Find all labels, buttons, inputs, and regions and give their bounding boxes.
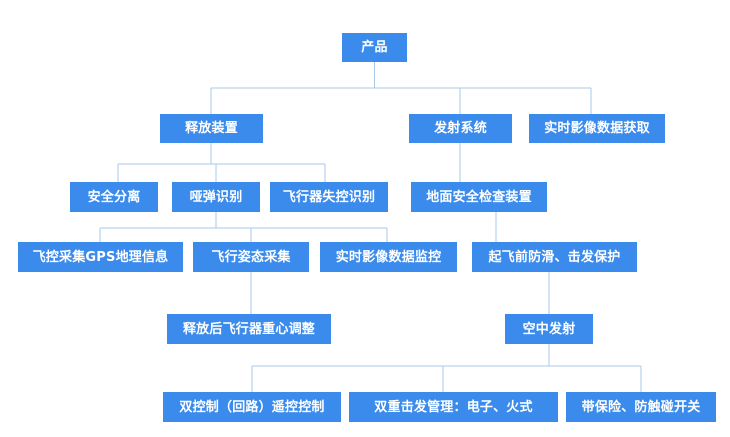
connector-root-children [210, 62, 592, 114]
connector-release-children [117, 143, 326, 182]
connector-air-children [251, 344, 642, 392]
node-launch-system: 发射系统 [409, 114, 512, 143]
node-loss-of-control-identification: 飞行器失控识别 [270, 182, 388, 212]
node-in-air-launch: 空中发射 [505, 314, 593, 344]
node-safety-protection: 带保险、防触碰开关 [566, 392, 716, 422]
node-gps-collection: 飞控采集GPS地理信息 [18, 242, 183, 272]
node-attitude-collection: 飞行姿态采集 [193, 242, 309, 272]
node-realtime-image-acquisition: 实时影像数据获取 [529, 114, 665, 143]
node-realtime-image-monitoring: 实时影像数据监控 [320, 242, 457, 272]
node-cg-adjustment: 释放后飞行器重心调整 [167, 314, 331, 344]
connector-dud-children [99, 212, 388, 242]
node-safe-separation: 安全分离 [70, 182, 158, 212]
node-dud-identification: 哑弹识别 [172, 182, 260, 212]
node-dual-remote-control: 双控制（回路）遥控控制 [163, 392, 341, 422]
node-product: 产品 [342, 33, 407, 62]
node-release-device: 释放装置 [160, 114, 263, 143]
node-ground-safety-check: 地面安全检查装置 [411, 182, 547, 212]
node-anti-roll-protection: 起飞前防滑、击发保护 [472, 242, 637, 272]
node-dual-fire-management: 双重击发管理：电子、火式 [349, 392, 558, 422]
